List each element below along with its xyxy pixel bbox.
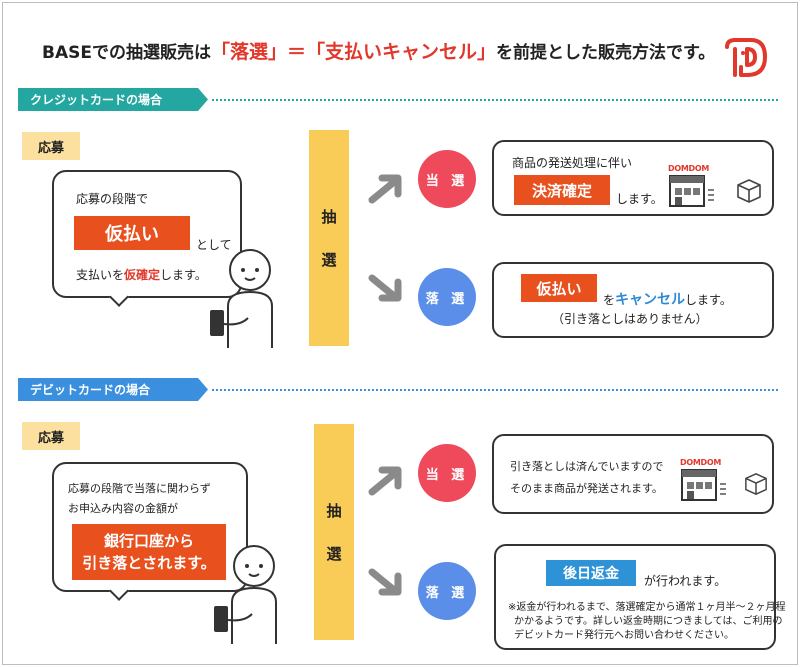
debit-bubble-line2: お申込み内容の金額が	[68, 502, 178, 515]
credit-line3-red: 仮確定	[124, 268, 161, 282]
base-logo-icon	[725, 38, 767, 77]
credit-settlement-badge: 決済確定	[514, 175, 610, 205]
debit-lose-suffix: が行われます。	[644, 574, 727, 588]
debit-win-line2: そのまま商品が発送されます。	[510, 482, 663, 495]
debit-badge-line1: 銀行口座から	[103, 532, 194, 550]
credit-lose-line: をキャンセルします。	[603, 289, 732, 309]
debit-bubble-line1: 応募の段階で当落に関わらず	[68, 482, 211, 495]
package-icon	[737, 179, 761, 203]
debit-win-box	[492, 434, 774, 514]
credit-lottery-char-1: 抽	[321, 208, 337, 226]
debit-lottery-char-2: 選	[326, 545, 342, 563]
title-post: を前提とした販売方法です。	[496, 42, 716, 63]
credit-lose-badge: 落 選	[418, 268, 476, 326]
debit-win-badge: 当 選	[418, 444, 476, 502]
credit-lottery-char-2: 選	[321, 251, 337, 269]
debit-note-line2: かかるようです。詳しい返金時期につきましては、ご利用の	[514, 616, 783, 627]
store-brand: DOMDOM	[668, 164, 710, 173]
person-phone-icon-debit	[214, 545, 277, 644]
credit-win-text: 商品の発送処理に伴い	[512, 156, 633, 170]
title-highlight: 「落選」＝「支払いキャンセル」	[210, 40, 496, 63]
credit-bubble-line3: 支払いを仮確定します。	[76, 266, 207, 283]
credit-bubble-line1: 応募の段階で	[76, 192, 149, 206]
debit-badge-line2: 引き落とされます。	[82, 554, 216, 572]
debit-win-arrow-icon	[368, 466, 402, 496]
credit-apply-tag: 応募	[22, 132, 80, 160]
debit-lose-arrow-icon	[368, 568, 402, 596]
credit-section-label: クレジットカードの場合	[18, 88, 208, 111]
debit-refund-badge: 後日返金	[546, 560, 636, 586]
credit-win-badge: 当 選	[418, 150, 476, 208]
credit-win-suffix: します。	[616, 192, 663, 206]
debit-apply-tag: 応募	[22, 422, 80, 450]
title-pre: BASEでの抽選販売は	[42, 42, 211, 63]
debit-section-label: デビットカードの場合	[18, 378, 208, 401]
debit-lose-badge: 落 選	[418, 562, 476, 620]
credit-divider	[212, 99, 778, 101]
credit-provisional-badge: 仮払い	[74, 216, 190, 250]
credit-lottery-bar: 抽 選	[309, 130, 349, 346]
debit-lottery-char-1: 抽	[326, 502, 342, 520]
debit-divider	[212, 389, 778, 391]
store-icon: DOMDOM	[668, 164, 726, 208]
debit-win-line1: 引き落としは済んでいますので	[510, 460, 664, 473]
package-icon-debit	[745, 473, 767, 495]
credit-lose-mid: を	[603, 293, 616, 307]
credit-lose-post: します。	[685, 293, 732, 307]
credit-win-arrow-icon	[368, 174, 402, 204]
person-phone-icon	[210, 249, 273, 348]
debit-lottery-bar: 抽 選	[314, 424, 354, 640]
store-brand-debit: DOMDOM	[680, 458, 722, 467]
debit-note-line1: ※返金が行われるまで、落選確定から通常１ヶ月半〜２ヶ月程	[508, 602, 786, 613]
store-icon-debit: DOMDOM	[680, 458, 738, 502]
debit-note-line3: デビットカード発行元へお問い合わせください。	[514, 630, 734, 641]
debit-withdrawal-badge: 銀行口座から 引き落とされます。	[72, 524, 226, 580]
credit-lose-note: （引き落としはありません）	[552, 312, 708, 326]
credit-cancel-text: キャンセル	[615, 292, 686, 308]
credit-bubble-suffix: として	[196, 238, 232, 252]
credit-lose-provisional-badge: 仮払い	[521, 274, 597, 302]
page-title: BASEでの抽選販売は 「落選」＝「支払いキャンセル」 を前提とした販売方法です…	[42, 30, 722, 70]
credit-lose-arrow-icon	[368, 274, 402, 302]
credit-line3-pre: 支払いを	[76, 268, 125, 282]
credit-line3-post: します。	[160, 268, 207, 282]
